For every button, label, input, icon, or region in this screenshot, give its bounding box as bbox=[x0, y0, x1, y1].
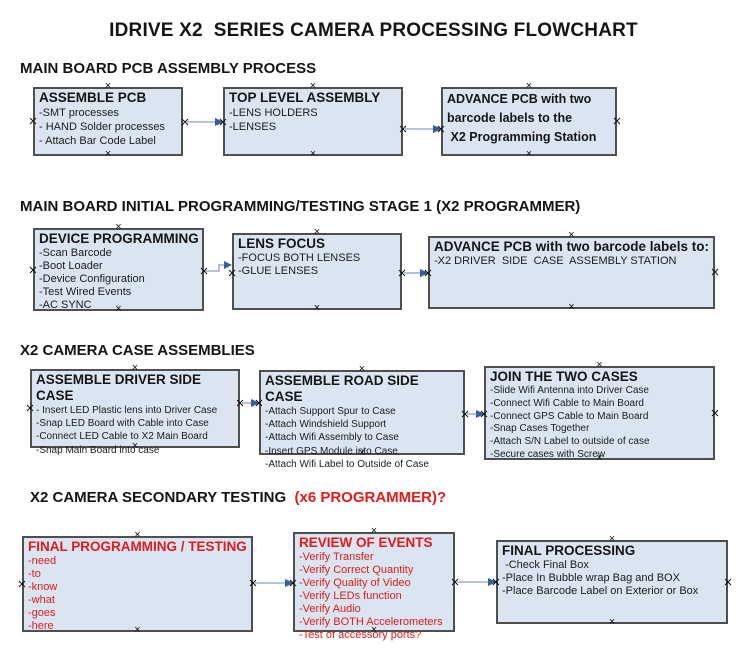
box-items: -Attach Support Spur to Case -Attach Wind… bbox=[265, 405, 460, 471]
box-title: ADVANCE PCB with two barcode labels to: bbox=[434, 239, 710, 254]
box-line: -Boot Loader bbox=[39, 260, 103, 272]
box-title: REVIEW OF EVENTS bbox=[299, 535, 433, 550]
box-items: -SMT processes - HAND Solder processes - A… bbox=[39, 106, 178, 148]
box-line: -Attach S/N Label to outside of case bbox=[490, 436, 650, 448]
box-review-of-events: REVIEW OF EVENTS -Verify Transfer-Verify… bbox=[293, 532, 455, 641]
box-line: -Verify Transfer bbox=[299, 551, 374, 563]
box-lines: ADVANCE PCB with two barcode labels to th… bbox=[447, 90, 612, 147]
box-line: -Scan Barcode bbox=[39, 247, 112, 259]
box-line: -know bbox=[28, 581, 58, 593]
box-line: -Place Barcode Label on Exterior or Box bbox=[502, 585, 699, 597]
connector-arrow-elbow bbox=[204, 264, 224, 272]
box-title: TOP LEVEL ASSEMBLY bbox=[229, 90, 381, 105]
box-line: -Attach Support Spur to Case bbox=[265, 406, 396, 417]
box-line: -Verify Correct Quantity bbox=[299, 564, 414, 576]
box-assemble-pcb: ASSEMBLE PCB -SMT processes - HAND Solder… bbox=[33, 87, 183, 156]
box-line: -Attach Wifi Label to Outside of Case bbox=[265, 458, 429, 470]
box-assemble-driver-side-case: ASSEMBLE DRIVER SIDE CASE - Insert LED P… bbox=[30, 369, 240, 456]
box-line: -what bbox=[28, 594, 55, 606]
box-line: ADVANCE PCB with two bbox=[447, 92, 592, 106]
box-line: X2 Programming Station bbox=[447, 130, 597, 144]
section-header-case-assemblies: X2 CAMERA CASE ASSEMBLIES bbox=[20, 342, 255, 359]
section-header-pcb-assembly: MAIN BOARD PCB ASSEMBLY PROCESS bbox=[20, 60, 317, 77]
box-title: LENS FOCUS bbox=[238, 236, 326, 251]
box-title: DEVICE PROGRAMMING bbox=[39, 231, 199, 246]
box-items: -FOCUS BOTH LENSES-GLUE LENSES bbox=[238, 252, 397, 278]
box-line: -Connect LED Cable to X2 Main Board bbox=[36, 431, 208, 443]
box-line: barcode labels to the bbox=[447, 111, 573, 125]
box-title: ASSEMBLE ROAD SIDE CASE bbox=[265, 373, 423, 404]
box-join-the-two-cases: JOIN THE TWO CASES -Slide Wifi Antenna i… bbox=[484, 366, 715, 460]
box-line: -Check Final Box bbox=[502, 559, 589, 571]
box-line: -Test Wired Events bbox=[39, 286, 132, 298]
box-line: - Insert LED Plastic lens into Driver Ca… bbox=[36, 405, 218, 416]
box-device-programming: DEVICE PROGRAMMING -Scan Barcode-Boot Lo… bbox=[33, 228, 204, 311]
box-line: -Device Configuration bbox=[39, 273, 145, 285]
box-line: -Snap Main Board into case bbox=[36, 444, 160, 456]
box-line: -LENS HOLDERS bbox=[229, 107, 318, 119]
box-line: -Snap Cases Together bbox=[490, 423, 590, 435]
box-top-level-assembly: TOP LEVEL ASSEMBLY -LENS HOLDERS -LENSES bbox=[223, 87, 403, 156]
box-line: -to bbox=[28, 568, 41, 580]
section-header-secondary-testing: X2 CAMERA SECONDARY TESTING (x6 PROGRAMM… bbox=[30, 489, 446, 506]
box-items: -LENS HOLDERS -LENSES bbox=[229, 106, 398, 134]
box-line: -Secure cases with Screw bbox=[490, 448, 606, 460]
box-title: FINAL PROGRAMMING / TESTING bbox=[28, 539, 247, 554]
box-line: - Attach Bar Code Label bbox=[39, 135, 156, 147]
box-final-processing: FINAL PROCESSING -Check Final Box-Place … bbox=[496, 540, 728, 624]
box-lens-focus: LENS FOCUS -FOCUS BOTH LENSES-GLUE LENSE… bbox=[232, 233, 402, 310]
box-advance-pcb-driver-side: ADVANCE PCB with two barcode labels to: … bbox=[428, 236, 715, 309]
box-line: -Test of accessory ports? bbox=[299, 629, 422, 641]
box-line: -Attach Wifi Assembly to Case bbox=[265, 432, 399, 444]
box-title: JOIN THE TWO CASES bbox=[490, 369, 638, 384]
section-header-secondary-testing-text: X2 CAMERA SECONDARY TESTING bbox=[30, 489, 295, 506]
box-items: -Verify Transfer-Verify Correct Quantity… bbox=[299, 551, 450, 642]
page-title: IDRIVE X2 SERIES CAMERA PROCESSING FLOWC… bbox=[109, 20, 638, 41]
box-line: -Attach Windshield Support bbox=[265, 419, 387, 431]
box-line: -Place In Bubble wrap Bag and BOX bbox=[502, 572, 680, 584]
box-line: -X2 DRIVER SIDE CASE ASSEMBLY STATION bbox=[434, 255, 677, 267]
box-line: - HAND Solder processes bbox=[39, 121, 165, 133]
box-items: -X2 DRIVER SIDE CASE ASSEMBLY STATION bbox=[434, 255, 710, 268]
box-items: -Slide Wifi Antenna into Driver Case-Con… bbox=[490, 385, 710, 462]
box-line: -GLUE LENSES bbox=[238, 265, 319, 277]
box-items: -need-to-know-what-goes-here bbox=[28, 555, 248, 633]
box-line: -LENSES bbox=[229, 121, 277, 133]
box-line: -Verify BOTH Accelerometers bbox=[299, 616, 443, 628]
box-line: -AC SYNC bbox=[39, 299, 92, 311]
box-line: -need bbox=[28, 555, 57, 567]
box-advance-pcb-programming-station: ADVANCE PCB with two barcode labels to th… bbox=[441, 87, 617, 156]
box-line: -here bbox=[28, 620, 54, 632]
section-header-initial-programming: MAIN BOARD INITIAL PROGRAMMING/TESTING S… bbox=[20, 198, 581, 215]
box-line: -goes bbox=[28, 607, 56, 619]
box-items: - Insert LED Plastic lens into Driver Ca… bbox=[36, 404, 235, 457]
box-line: -Verify LEDs function bbox=[299, 590, 402, 602]
box-line: -Connect GPS Cable to Main Board bbox=[490, 410, 649, 422]
box-title: FINAL PROCESSING bbox=[502, 543, 636, 558]
box-final-programming-testing: FINAL PROGRAMMING / TESTING -need-to-kno… bbox=[22, 536, 253, 632]
box-items: -Check Final Box-Place In Bubble wrap Ba… bbox=[502, 559, 723, 598]
box-line: -Connect Wifi Cable to Main Board bbox=[490, 397, 644, 409]
box-title: ASSEMBLE PCB bbox=[39, 90, 147, 105]
box-items: -Scan Barcode-Boot Loader-Device Configu… bbox=[39, 247, 199, 312]
box-assemble-road-side-case: ASSEMBLE ROAD SIDE CASE -Attach Support … bbox=[259, 370, 465, 470]
box-title: ASSEMBLE DRIVER SIDE CASE bbox=[36, 372, 205, 403]
box-line: -Verify Quality of Video bbox=[299, 577, 411, 589]
box-line: -FOCUS BOTH LENSES bbox=[238, 252, 361, 264]
arrow-heads bbox=[215, 118, 497, 587]
box-line: -Insert GPS Module into Case bbox=[265, 445, 398, 457]
box-line: -SMT processes bbox=[39, 107, 119, 119]
box-line: -Slide Wifi Antenna into Driver Case bbox=[490, 385, 649, 396]
section-header-programmer-question: (x6 PROGRAMMER)? bbox=[294, 489, 447, 506]
box-line: -Snap LED Board with Cable into Case bbox=[36, 418, 209, 430]
box-line: -Verify Audio bbox=[299, 603, 361, 615]
